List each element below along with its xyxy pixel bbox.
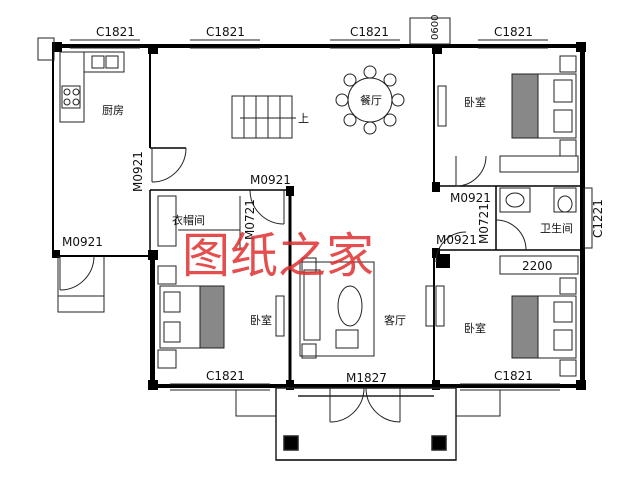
bed-left bbox=[157, 265, 285, 369]
stair-up-label: 上 bbox=[298, 112, 309, 125]
room-bedroom-left: 卧室 bbox=[250, 313, 272, 327]
outer-walls bbox=[52, 44, 586, 388]
main-door bbox=[329, 387, 401, 423]
window-label-top-3: C1821 bbox=[350, 25, 389, 39]
closet bbox=[157, 195, 241, 250]
window-label-top-2: C1821 bbox=[206, 25, 245, 39]
window-label-top-small: 0600 bbox=[430, 15, 441, 40]
room-living: 客厅 bbox=[384, 313, 406, 327]
door-label-bath-side: M0721 bbox=[477, 203, 491, 244]
porch bbox=[275, 387, 457, 461]
dining-table bbox=[335, 65, 405, 135]
bed-top-right bbox=[437, 55, 579, 173]
door-label-bedroom-right-top: M0921 bbox=[450, 191, 491, 205]
stairs bbox=[231, 95, 296, 139]
living-furniture bbox=[299, 257, 435, 359]
dimension-2200: 2200 bbox=[522, 259, 553, 273]
window-label-bottom-2: C1821 bbox=[494, 369, 533, 383]
window-label-top-1: C1821 bbox=[96, 25, 135, 39]
watermark-text: 图纸之家 bbox=[182, 228, 374, 284]
door-label-left: M0921 bbox=[131, 151, 145, 192]
bathroom-fixtures bbox=[499, 187, 593, 249]
bed-bottom-right bbox=[435, 255, 579, 377]
window-label-bottom-1: C1821 bbox=[206, 369, 245, 383]
door-label-kitchen: M0921 bbox=[62, 235, 103, 249]
window-label-bath: C1221 bbox=[591, 199, 605, 238]
windows-top bbox=[37, 17, 548, 61]
room-kitchen: 厨房 bbox=[102, 104, 124, 117]
kitchen-fixtures bbox=[57, 51, 125, 313]
door-label-closet: M0921 bbox=[250, 173, 291, 187]
door-label-main: M1827 bbox=[346, 371, 387, 385]
door-label-bath: M0921 bbox=[436, 233, 477, 247]
room-closet: 衣帽间 bbox=[172, 213, 205, 227]
room-bedroom-top-right: 卧室 bbox=[464, 95, 486, 109]
room-dining: 餐厅 bbox=[360, 93, 382, 107]
room-bathroom: 卫生间 bbox=[540, 221, 573, 235]
interior-doors bbox=[151, 147, 527, 263]
room-bedroom-bottom-right: 卧室 bbox=[464, 321, 486, 335]
door-label-closet-side: M0721 bbox=[243, 199, 257, 240]
window-label-top-4: C1821 bbox=[494, 25, 533, 39]
windows-bottom bbox=[170, 383, 560, 417]
wall-posts bbox=[52, 42, 586, 390]
